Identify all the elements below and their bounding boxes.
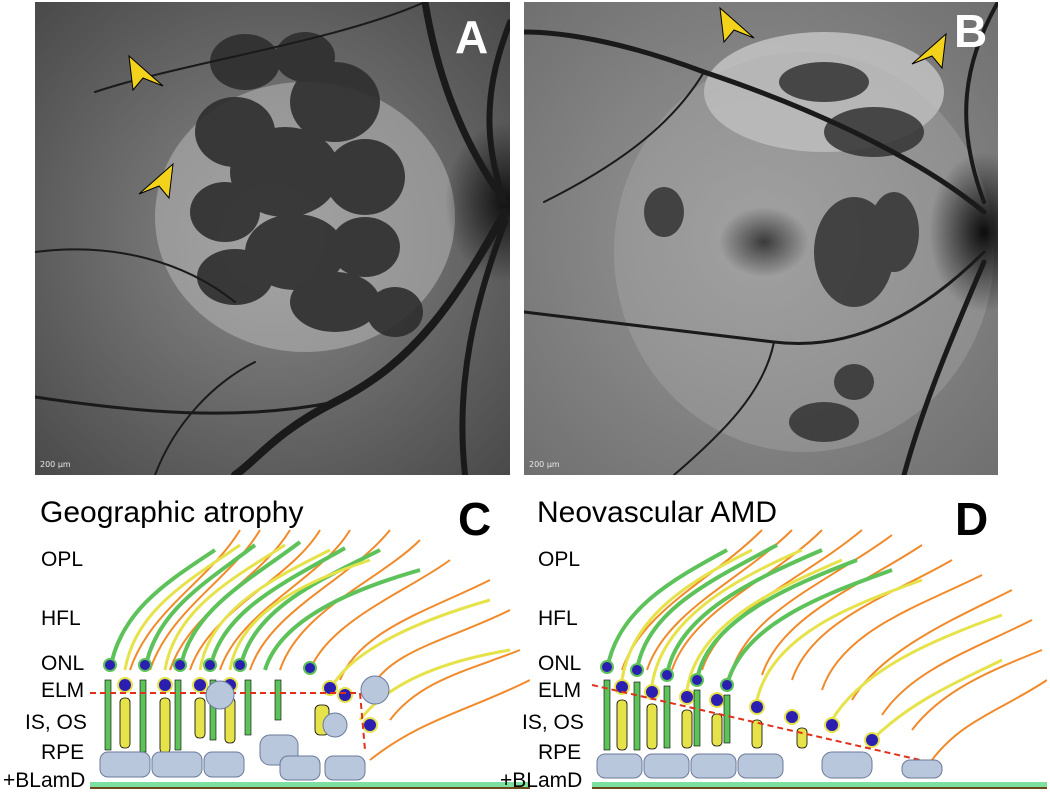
scale-bar-a: 200 µm: [40, 460, 71, 469]
layer-label-blamd: +BLamD: [500, 769, 583, 792]
layer-label-elm: ELM: [41, 679, 85, 702]
diagram-neovascular-amd: [592, 529, 1047, 789]
retinal-vessels: [524, 2, 998, 475]
layer-label-hfl: HFL: [538, 607, 578, 630]
layer-label-is-os: IS, OS: [522, 711, 584, 734]
arrowhead-icon: [911, 32, 947, 70]
layer-label-opl: OPL: [41, 548, 84, 571]
retinal-vessels: [35, 2, 510, 475]
layer-label-hfl: HFL: [41, 607, 81, 630]
diagram-geographic-atrophy: [90, 529, 530, 789]
panel-d-title: Neovascular AMD: [537, 496, 778, 529]
atrophy-patches: [190, 32, 423, 337]
scale-bar-b: 200 µm: [529, 460, 560, 469]
panel-c-title: Geographic atrophy: [40, 496, 304, 529]
arrowhead-icon: [128, 54, 164, 92]
panel-b-image: B 200 µm: [524, 2, 998, 475]
panel-a-image: A 200 µm: [35, 2, 510, 475]
arrowhead-icon: [138, 162, 174, 200]
layer-label-onl: ONL: [538, 652, 582, 675]
layer-label-elm: ELM: [538, 679, 582, 702]
layer-label-opl: OPL: [538, 548, 581, 571]
panel-label-d: D: [955, 493, 989, 545]
panel-label-a: A: [455, 11, 489, 63]
layer-label-blamd: +BLamD: [3, 769, 86, 792]
layer-label-rpe: RPE: [538, 741, 582, 764]
panel-label-b: B: [954, 5, 988, 57]
layer-label-rpe: RPE: [41, 741, 85, 764]
layer-label-onl: ONL: [41, 652, 85, 675]
layer-label-is-os: IS, OS: [25, 711, 87, 734]
atrophy-patches: [644, 62, 924, 442]
arrowhead-icon: [719, 6, 755, 44]
panel-label-c: C: [458, 493, 492, 545]
